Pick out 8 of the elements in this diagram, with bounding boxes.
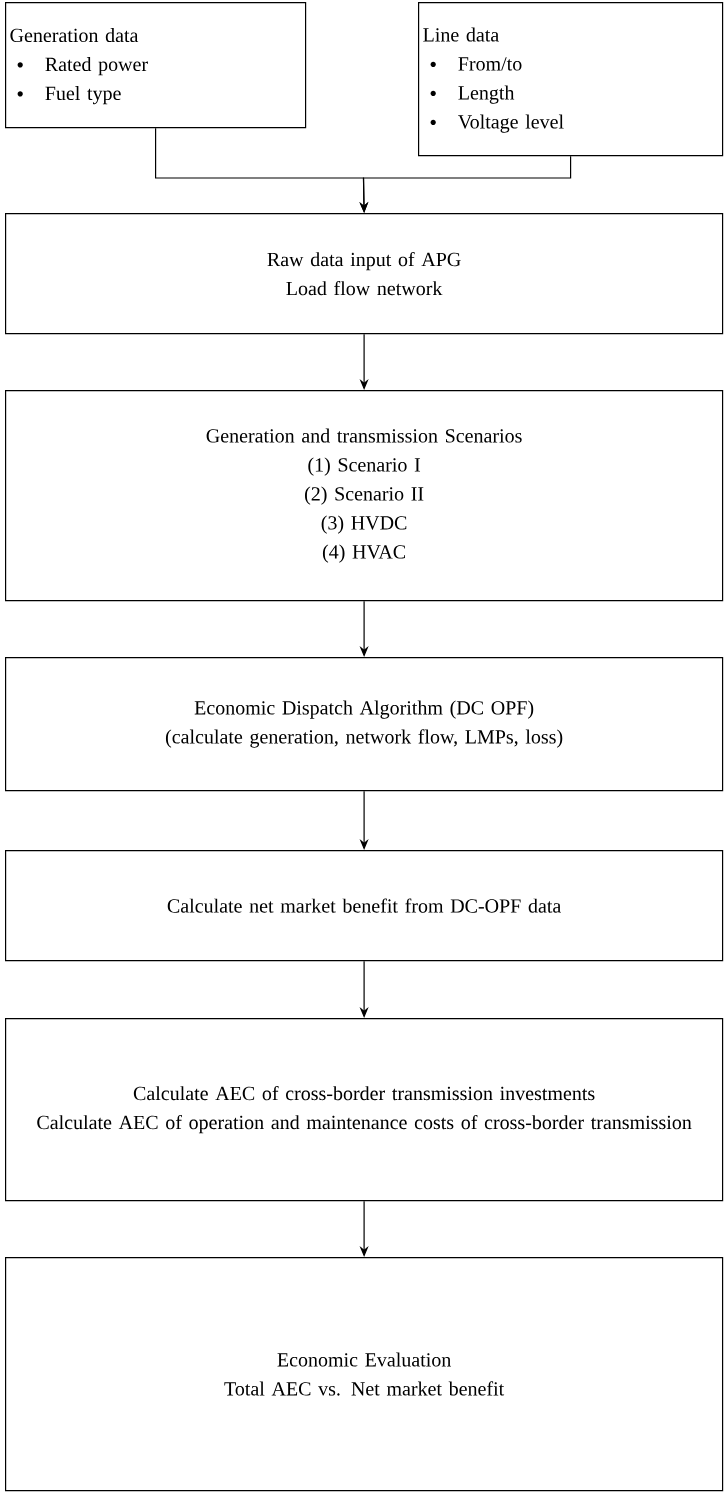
process-box: Raw data input of APG Load flow network	[5, 213, 724, 335]
process-box: Generation data Rated power Fuel type	[5, 2, 307, 129]
process-box: Calculate net market benefit from DC-OPF data	[5, 850, 724, 962]
process-box: Economic Evaluation Total AEC vs. Net market benefit	[5, 1257, 724, 1492]
process-box: Economic Dispatch Algorithm (DC OPF) (calculate generation, network flow, LMPs, loss)	[5, 657, 724, 792]
process-box: Calculate AEC of cross-border transmission investments Calculate AEC of operation and maintenance costs of cross-border transmission	[5, 1018, 724, 1202]
process-box: Line data From/to Length Voltage level	[418, 2, 724, 157]
process-box: Generation and transmission Scenarios (1) Scenario I (2) Scenario II (3) HVDC (4) HVAC	[5, 390, 724, 602]
